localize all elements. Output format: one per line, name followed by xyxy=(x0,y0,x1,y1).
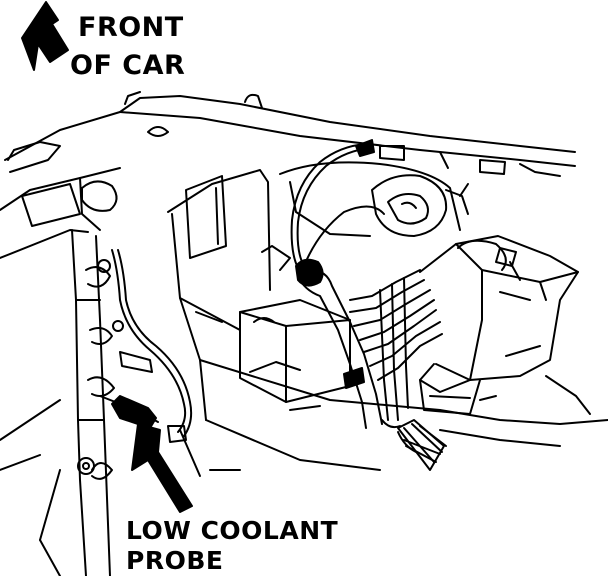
right-lower-panel xyxy=(439,375,608,447)
harness-grommet xyxy=(397,419,447,471)
low-coolant-probe-label-line-2: PROBE xyxy=(126,546,224,575)
left-fender xyxy=(0,141,121,471)
coolant-overflow-hose xyxy=(111,249,193,443)
radiator-support xyxy=(39,229,124,576)
front-of-car-label-line-1: FRONT xyxy=(78,12,184,43)
main-wiring-harness xyxy=(295,258,443,429)
battery-tray xyxy=(239,245,351,403)
low-coolant-probe-icon xyxy=(99,351,159,429)
coolant-reservoir xyxy=(419,235,579,415)
cowl-top-panel xyxy=(4,91,576,177)
upper-wiring-loop xyxy=(290,139,385,269)
strut-tower xyxy=(279,161,469,237)
front-direction-arrow-icon xyxy=(21,1,69,71)
inner-wheel-well xyxy=(167,169,441,477)
probe-pointer-arrow-icon xyxy=(131,423,193,513)
low-coolant-probe-label-line-1: LOW COOLANT xyxy=(126,516,339,545)
front-of-car-label-line-2: OF CAR xyxy=(70,50,186,81)
